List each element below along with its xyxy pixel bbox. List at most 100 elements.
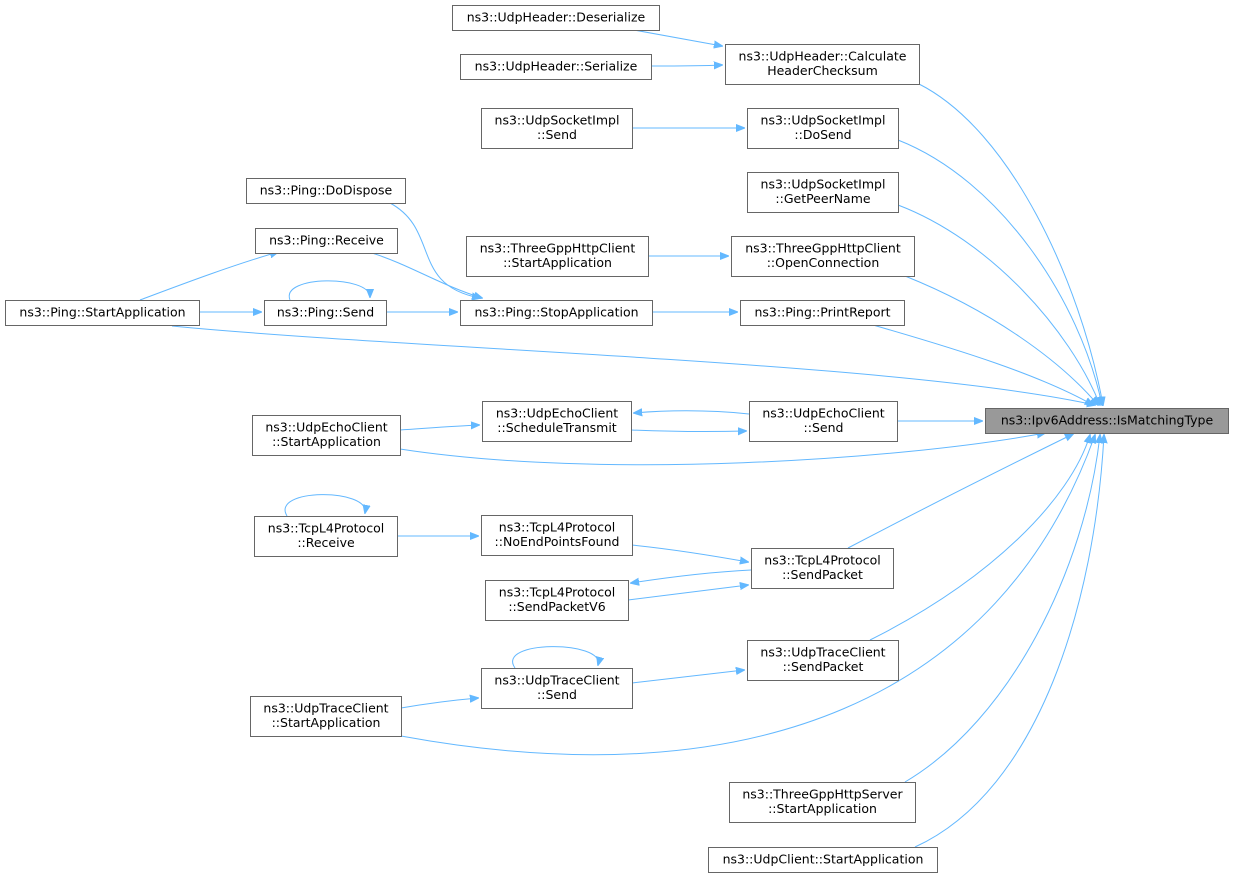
node-label: ns3::TcpL4Protocol <box>268 521 384 536</box>
node-ping-report[interactable]: ns3::Ping::PrintReport <box>740 300 905 326</box>
node-label: ::SendPacket <box>782 567 863 582</box>
node-box <box>264 300 387 326</box>
node-label: ns3::ThreeGppHttpClient <box>745 241 901 256</box>
node-box <box>729 782 916 823</box>
node-label: ns3::UdpTraceClient <box>494 673 619 688</box>
node-label: ns3::UdpSocketImpl <box>495 113 620 128</box>
node-label: ns3::Ping::StartApplication <box>19 304 185 319</box>
node-box <box>482 401 632 442</box>
node-box <box>725 44 920 85</box>
edge-udpsock_peer-to-target <box>897 204 1100 405</box>
edge-udpclient_start-to-target <box>914 435 1104 848</box>
edge-udphdr_ser-to-udphdr_calc <box>650 65 722 66</box>
edge-udphdr_calc-to-target <box>918 83 1103 405</box>
node-label: ::Receive <box>297 535 355 550</box>
node-ping-receive[interactable]: ns3::Ping::Receive <box>255 228 398 254</box>
node-echo-send[interactable]: ns3::UdpEchoClient::Send <box>749 401 898 442</box>
node-box <box>749 401 898 442</box>
node-label: ns3::UdpHeader::Serialize <box>475 58 638 73</box>
node-label: ns3::UdpClient::StartApplication <box>723 851 924 866</box>
node-box <box>481 668 633 709</box>
edge-echo_sched-to-echo_send <box>630 430 746 432</box>
edge-trace_start-to-target <box>400 435 1095 756</box>
node-label: HeaderChecksum <box>767 63 878 78</box>
node-label: ns3::Ipv6Address::IsMatchingType <box>1001 412 1214 427</box>
node-ping-dispose[interactable]: ns3::Ping::DoDispose <box>246 178 406 204</box>
node-ping-send[interactable]: ns3::Ping::Send <box>264 300 387 326</box>
node-label: ns3::UdpEchoClient <box>265 420 387 435</box>
node-label: ::Send <box>804 420 844 435</box>
node-box <box>250 696 402 737</box>
node-echo-start[interactable]: ns3::UdpEchoClient::StartApplication <box>252 415 401 456</box>
node-label: ::DoSend <box>794 127 851 142</box>
node-trace-start[interactable]: ns3::UdpTraceClient::StartApplication <box>250 696 402 737</box>
node-box <box>747 172 899 213</box>
edge-ping_start-to-target <box>171 325 1095 405</box>
node-tcp-noend[interactable]: ns3::TcpL4Protocol::NoEndPointsFound <box>481 515 633 556</box>
node-label: ::OpenConnection <box>767 255 880 270</box>
edge-ping_send-to-ping_send <box>288 280 370 301</box>
node-trace-send[interactable]: ns3::UdpTraceClient::Send <box>481 668 633 709</box>
node-udpclient-start[interactable]: ns3::UdpClient::StartApplication <box>708 847 938 873</box>
node-tcp-sendpkt[interactable]: ns3::TcpL4Protocol::SendPacket <box>751 548 894 589</box>
edge-ping_start-to-ping_receive <box>139 252 278 301</box>
node-layer: ns3::Ipv6Address::IsMatchingTypens3::Udp… <box>5 5 1229 873</box>
node-ping-start[interactable]: ns3::Ping::StartApplication <box>5 300 200 326</box>
node-tcp-sendpkt6[interactable]: ns3::TcpL4Protocol::SendPacketV6 <box>485 580 629 621</box>
node-box <box>485 580 629 621</box>
node-label: ::StartApplication <box>272 715 381 730</box>
node-udphdr-ser[interactable]: ns3::UdpHeader::Serialize <box>460 54 652 80</box>
node-box <box>460 54 652 80</box>
edge-trace_sendpkt-to-target <box>869 435 1090 641</box>
node-label: ns3::Ping::Receive <box>269 232 384 247</box>
node-udpsock-send[interactable]: ns3::UdpSocketImpl::Send <box>481 108 633 149</box>
edge-ping_receive-to-ping_stop <box>371 252 482 298</box>
node-udpsock-peer[interactable]: ns3::UdpSocketImpl::GetPeerName <box>747 172 899 213</box>
node-label: ns3::UdpEchoClient <box>762 406 884 421</box>
node-label: ns3::UdpTraceClient <box>263 701 388 716</box>
edge-udpsock_dosend-to-target <box>897 139 1102 405</box>
node-label: ::GetPeerName <box>775 191 871 206</box>
node-box <box>740 300 905 326</box>
node-label: ::StartApplication <box>272 434 381 449</box>
node-tcp-receive[interactable]: ns3::TcpL4Protocol::Receive <box>254 516 398 557</box>
node-label: ::SendPacket <box>783 659 864 674</box>
node-label: ns3::UdpTraceClient <box>760 645 885 660</box>
node-label: ::SendPacketV6 <box>508 599 605 614</box>
edge-echo_start-to-echo_sched <box>399 425 479 431</box>
node-echo-sched[interactable]: ns3::UdpEchoClient::ScheduleTransmit <box>482 401 632 442</box>
node-box <box>481 515 633 556</box>
node-box <box>254 516 398 557</box>
edge-trace_send-to-trace_sendpkt <box>631 670 744 684</box>
node-tgpp-server-start[interactable]: ns3::ThreeGppHttpServer::StartApplicatio… <box>729 782 916 823</box>
node-box <box>751 548 894 589</box>
node-trace-sendpkt[interactable]: ns3::UdpTraceClient::SendPacket <box>747 640 899 681</box>
node-box <box>731 236 915 277</box>
edge-layer <box>139 29 1104 848</box>
node-target[interactable]: ns3::Ipv6Address::IsMatchingType <box>985 408 1229 434</box>
edge-udphdr_deser-to-udphdr_calc <box>633 29 722 46</box>
node-label: ns3::TcpL4Protocol <box>499 520 615 535</box>
node-tgpp-client-open[interactable]: ns3::ThreeGppHttpClient::OpenConnection <box>731 236 915 277</box>
node-box <box>747 640 899 681</box>
node-box <box>460 300 653 326</box>
edge-echo_start-to-target <box>399 433 1045 466</box>
node-box <box>747 108 899 149</box>
node-box <box>452 5 660 31</box>
edge-echo_send-to-echo_sched <box>634 411 750 414</box>
node-label: ns3::UdpSocketImpl <box>761 177 886 192</box>
node-label: ns3::TcpL4Protocol <box>499 585 615 600</box>
node-box <box>5 300 200 326</box>
node-udpsock-dosend[interactable]: ns3::UdpSocketImpl::DoSend <box>747 108 899 149</box>
node-box <box>255 228 398 254</box>
node-box <box>252 415 401 456</box>
node-udphdr-deser[interactable]: ns3::UdpHeader::Deserialize <box>452 5 660 31</box>
node-label: ns3::TcpL4Protocol <box>764 553 880 568</box>
node-tgpp-client-start[interactable]: ns3::ThreeGppHttpClient::StartApplicatio… <box>466 236 649 277</box>
node-label: ns3::UdpHeader::Deserialize <box>467 9 646 24</box>
node-ping-stop[interactable]: ns3::Ping::StopApplication <box>460 300 653 326</box>
node-label: ns3::ThreeGppHttpClient <box>480 241 636 256</box>
node-label: ::StartApplication <box>768 801 877 816</box>
node-label: ::ScheduleTransmit <box>497 420 617 435</box>
